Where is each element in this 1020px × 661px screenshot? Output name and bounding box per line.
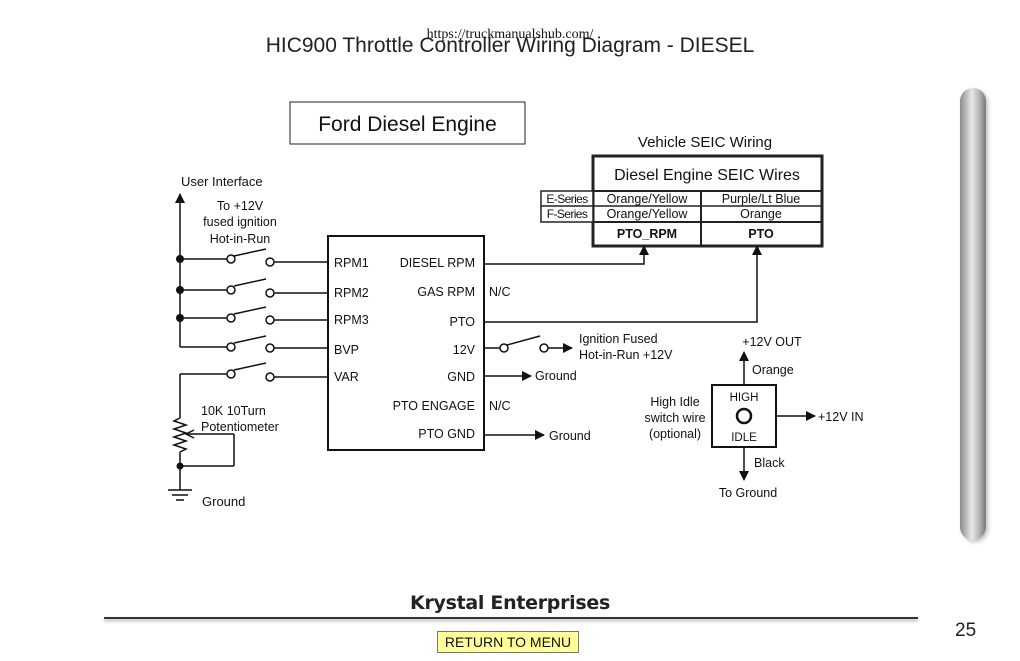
pin-gas-rpm: GAS RPM: [417, 285, 475, 299]
potentiometer-label-1: 10K 10Turn: [201, 404, 266, 418]
pin-bvp: BVP: [334, 343, 359, 357]
high-idle-label-2: switch wire: [644, 411, 705, 425]
wire-12v-switch: [484, 335, 573, 353]
pin-gnd: GND: [447, 370, 475, 384]
footer-divider: [104, 617, 918, 619]
seic-f-col2: Orange: [740, 207, 782, 221]
ground-label-gnd: Ground: [535, 369, 577, 383]
ignition-fused-1: Ignition Fused: [579, 332, 658, 346]
nc-label-gas: N/C: [489, 285, 511, 299]
pin-var: VAR: [334, 370, 359, 384]
ignition-note-3: Hot-in-Run: [210, 232, 270, 246]
high-idle-label-3: (optional): [649, 427, 701, 441]
ground-label-pto-gnd: Ground: [549, 429, 591, 443]
in-12v-label: +12V IN: [818, 410, 864, 424]
vehicle-wiring-label: Vehicle SEIC Wiring: [638, 134, 772, 151]
watermark-url: https://truckmanualshub.com/: [426, 27, 594, 42]
high-label: HIGH: [730, 392, 759, 404]
seic-footer-pto: PTO: [748, 227, 774, 241]
engine-box: [289, 101, 526, 145]
page-title: HIC900 Throttle Controller Wiring Diagra…: [265, 34, 755, 57]
seic-e-col2: Purple/Lt Blue: [722, 192, 801, 206]
pin-diesel-rpm: DIESEL RPM: [400, 256, 475, 270]
nc-label-pto-engage: N/C: [489, 399, 511, 413]
page-number: 25: [955, 620, 977, 641]
switch-row-1: [180, 248, 328, 267]
ignition-fused-2: Hot-in-Run +12V: [579, 348, 673, 362]
black-label: Black: [754, 456, 785, 470]
series-f: F-Series: [547, 207, 588, 221]
ignition-note-2: fused ignition: [203, 215, 277, 229]
seic-table-header: Diesel Engine SEIC Wires: [614, 167, 800, 184]
pin-rpm3: RPM3: [334, 313, 369, 327]
pin-pto-engage: PTO ENGAGE: [393, 399, 475, 413]
to-ground-label: To Ground: [719, 486, 777, 500]
ground-label-pot: Ground: [202, 494, 245, 509]
pin-rpm1: RPM1: [334, 256, 369, 270]
pin-pto-gnd: PTO GND: [418, 427, 475, 441]
engine-box-label: Ford Diesel Engine: [318, 113, 497, 136]
seic-footer-pto-rpm: PTO_RPM: [617, 227, 677, 241]
wire-pto: [484, 245, 762, 323]
switch-row-2: [180, 278, 328, 298]
potentiometer-label-2: Potentiometer: [201, 420, 279, 434]
scrollbar[interactable]: [960, 88, 986, 540]
seic-f-col1: Orange/Yellow: [607, 207, 689, 221]
pin-rpm2: RPM2: [334, 286, 369, 300]
switch-row-3: [180, 306, 328, 325]
idle-label: IDLE: [731, 432, 757, 444]
controller-box: [327, 235, 485, 451]
series-e: E-Series: [546, 192, 588, 206]
switch-row-5: [180, 362, 328, 382]
company-name: Krystal Enterprises: [410, 592, 610, 614]
wire-pto-rpm: [484, 245, 649, 265]
seic-table: [591, 154, 824, 248]
high-idle-label-1: High Idle: [650, 395, 699, 409]
orange-label: Orange: [752, 363, 794, 377]
pin-12v: 12V: [453, 343, 476, 357]
ignition-note-1: To +12V: [217, 199, 264, 213]
return-to-menu-button[interactable]: RETURN TO MENU: [437, 631, 579, 653]
pin-pto: PTO: [450, 315, 476, 329]
out-12v-label: +12V OUT: [742, 335, 802, 349]
switch-row-4: [180, 335, 328, 353]
potentiometer: [168, 374, 235, 501]
user-interface-label: User Interface: [181, 174, 263, 189]
seic-e-col1: Orange/Yellow: [607, 192, 689, 206]
